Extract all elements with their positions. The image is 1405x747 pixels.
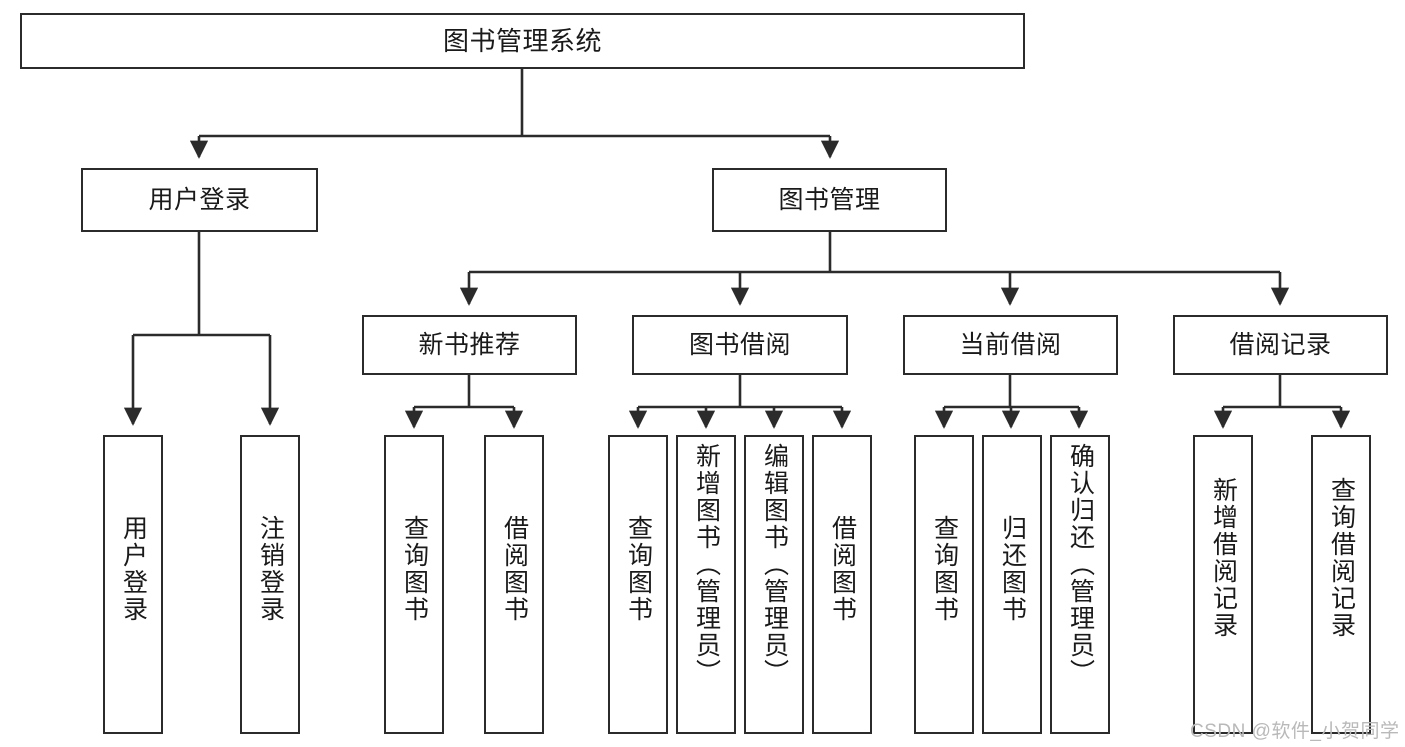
- node-new-book-recommend[interactable]: 新书推荐: [362, 315, 577, 375]
- node-borrow-record[interactable]: 借阅记录: [1173, 315, 1388, 375]
- node-label: 图书借阅: [688, 330, 791, 359]
- leaf-borrow-book[interactable]: 借阅图书: [812, 435, 872, 734]
- node-label: 查询图书: [930, 515, 959, 623]
- node-label: 编辑图书（管理员）: [760, 443, 789, 686]
- leaf-edit-book-admin[interactable]: 编辑图书（管理员）: [744, 435, 804, 734]
- node-label: 查询借阅记录: [1327, 477, 1356, 639]
- leaf-borrow-book-recommend[interactable]: 借阅图书: [484, 435, 544, 734]
- node-label: 注销登录: [256, 515, 285, 623]
- node-label: 新增图书（管理员）: [692, 443, 721, 686]
- node-book-management[interactable]: 图书管理: [712, 168, 947, 232]
- node-label: 借阅图书: [828, 515, 857, 623]
- watermark-text: CSDN @软件_小贺同学: [1190, 721, 1400, 742]
- node-label: 借阅图书: [500, 515, 529, 623]
- node-label: 新增借阅记录: [1209, 477, 1238, 639]
- node-current-borrow[interactable]: 当前借阅: [903, 315, 1118, 375]
- node-label: 确认归还（管理员）: [1066, 443, 1095, 686]
- leaf-query-book-recommend[interactable]: 查询图书: [384, 435, 444, 734]
- node-label: 归还图书: [998, 515, 1027, 623]
- node-label: 用户登录: [148, 185, 251, 214]
- leaf-add-book-admin[interactable]: 新增图书（管理员）: [676, 435, 736, 734]
- leaf-query-borrow-record[interactable]: 查询借阅记录: [1311, 435, 1371, 734]
- node-user-login[interactable]: 用户登录: [81, 168, 318, 232]
- node-root-system[interactable]: 图书管理系统: [20, 13, 1025, 69]
- leaf-user-logout[interactable]: 注销登录: [240, 435, 300, 734]
- leaf-query-book-current[interactable]: 查询图书: [914, 435, 974, 734]
- node-book-borrow[interactable]: 图书借阅: [632, 315, 848, 375]
- leaf-user-login[interactable]: 用户登录: [103, 435, 163, 734]
- node-label: 新书推荐: [418, 330, 521, 359]
- node-label: 图书管理: [778, 185, 881, 214]
- node-label: 查询图书: [624, 515, 653, 623]
- node-label: 借阅记录: [1229, 330, 1332, 359]
- node-label: 图书管理系统: [442, 25, 602, 56]
- node-label: 查询图书: [400, 515, 429, 623]
- node-label: 当前借阅: [959, 330, 1062, 359]
- node-label: 用户登录: [119, 515, 148, 623]
- leaf-return-book[interactable]: 归还图书: [982, 435, 1042, 734]
- leaf-add-borrow-record[interactable]: 新增借阅记录: [1193, 435, 1253, 734]
- leaf-confirm-return-admin[interactable]: 确认归还（管理员）: [1050, 435, 1110, 734]
- leaf-query-book-borrow[interactable]: 查询图书: [608, 435, 668, 734]
